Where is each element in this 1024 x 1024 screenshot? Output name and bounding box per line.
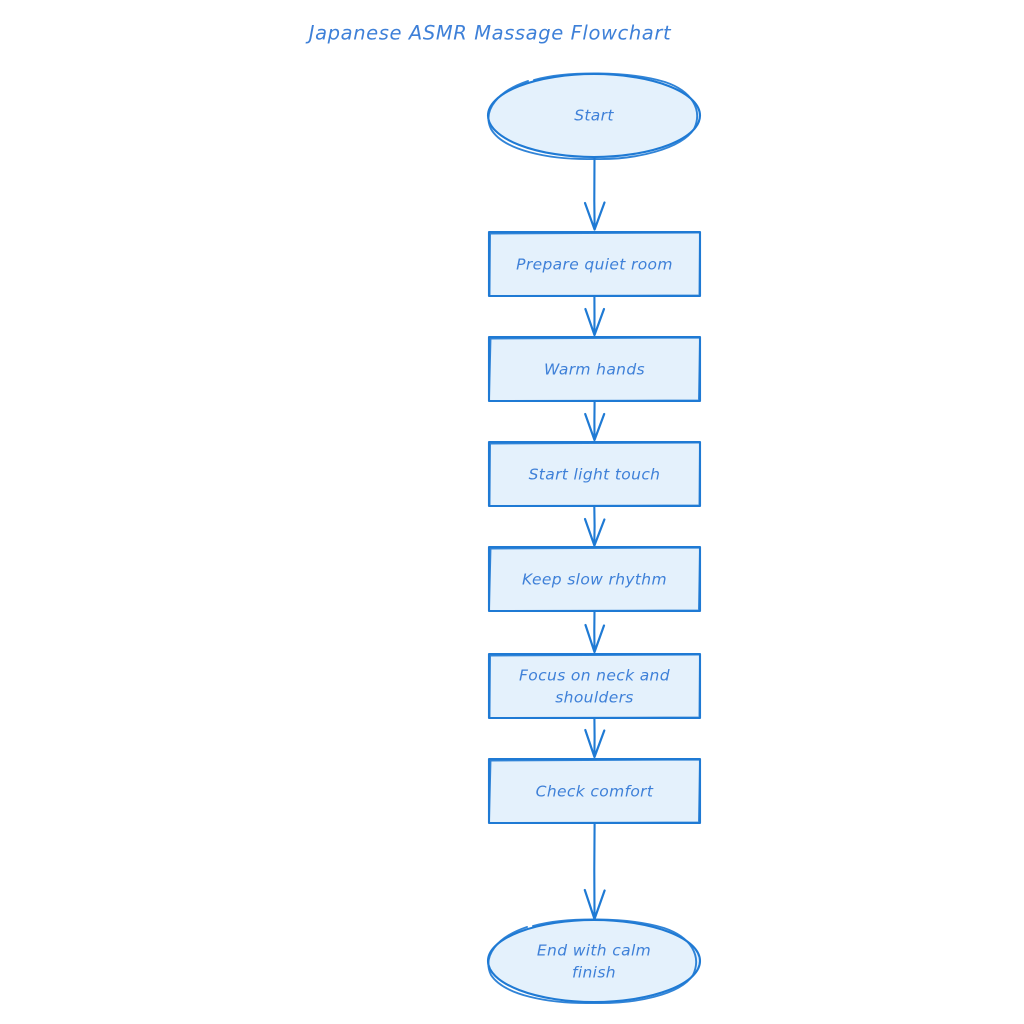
node-rhythm-sketch (488, 546, 701, 612)
node-end-label-line1: End with calm (537, 942, 651, 960)
node-prepare[interactable]: Prepare quiet room (487, 230, 702, 298)
edge-start-to-prepare (583, 155, 606, 231)
node-focus-sketch (488, 653, 701, 719)
edge-warm-to-touch (584, 399, 606, 442)
node-comfort[interactable]: Check comfort (487, 757, 702, 825)
node-focus[interactable]: Focus on neck and shoulders (487, 652, 702, 720)
node-rhythm[interactable]: Keep slow rhythm (487, 545, 702, 613)
node-warm[interactable]: Warm hands (487, 335, 702, 403)
node-start[interactable]: Start (486, 72, 702, 160)
node-rhythm-shape (487, 545, 702, 613)
node-touch-sketch (488, 441, 701, 507)
node-touch-label: Start light touch (529, 466, 661, 484)
node-comfort-label: Check comfort (536, 783, 654, 801)
node-warm-label: Warm hands (544, 361, 645, 379)
node-warm-shape (487, 335, 702, 403)
node-end-sketch (487, 918, 698, 1004)
edge-focus-to-comfort (584, 716, 606, 759)
node-end-label-line2: finish (572, 964, 616, 982)
edge-touch-to-rhythm (583, 504, 606, 547)
node-focus-shape (487, 652, 702, 720)
node-touch[interactable]: Start light touch (487, 440, 702, 508)
edge-prepare-to-warm (584, 294, 606, 337)
edge-rhythm-to-focus (584, 609, 606, 654)
node-focus-label-line2: shoulders (555, 689, 634, 707)
node-focus-label-line1: Focus on neck and (519, 667, 670, 685)
node-prepare-sketch (488, 231, 701, 297)
node-start-label: Start (574, 107, 614, 125)
node-rhythm-label: Keep slow rhythm (522, 571, 667, 589)
node-end-shape (486, 918, 702, 1004)
node-end[interactable]: End with calm finish (486, 918, 702, 1004)
node-warm-sketch (488, 336, 701, 402)
page-title: Japanese ASMR Massage Flowchart (305, 22, 672, 45)
node-comfort-sketch (488, 758, 701, 824)
edge-comfort-to-end (583, 821, 606, 921)
node-start-sketch (487, 72, 699, 160)
node-prepare-label: Prepare quiet room (516, 256, 673, 274)
